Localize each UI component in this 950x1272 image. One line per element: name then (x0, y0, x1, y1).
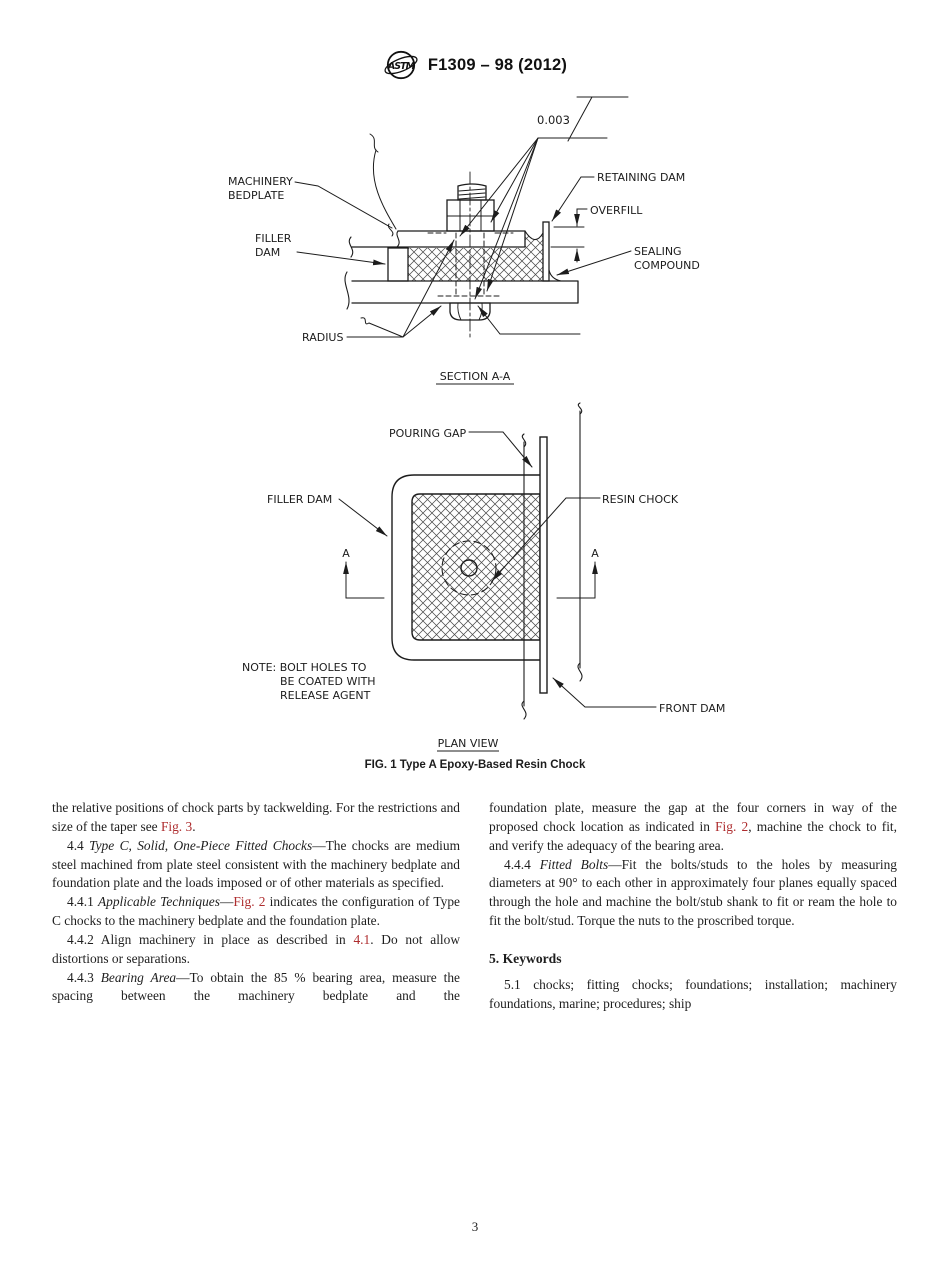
note-line-3: RELEASE AGENT (280, 689, 371, 702)
section-number: 4.4.4 (504, 856, 540, 872)
body-text: the relative positions of chock parts by… (52, 799, 898, 1013)
astm-logo: ASTM (384, 50, 418, 80)
text-run: Bearing Area (100, 969, 177, 985)
filler-dam-shape (387, 247, 409, 282)
plan-view-caption: PLAN VIEW (438, 737, 499, 750)
text-run: Applicable Techniques (97, 894, 220, 910)
text-run: Fitted Bolts (539, 856, 609, 872)
text-run: indicates the configuration of Type C ch… (52, 894, 460, 929)
figure-1-drawing: 0.003 MACHINERY BEDPLATE RETAINING DAM O… (228, 96, 725, 771)
stud-shape (457, 183, 487, 201)
flatness-value: 0.003 (537, 113, 570, 127)
bolt-hole-dashed-circle (441, 540, 497, 596)
section-number: 4.4.3 (67, 969, 101, 985)
filler-dam-label-2: DAM (255, 246, 280, 259)
paragraph-4-4-4: 4.4.4 Fitted Bolts—Fit the bolts/studs t… (489, 856, 897, 931)
retaining-dam-label: RETAINING DAM (597, 171, 685, 184)
pouring-gap-label: POURING GAP (389, 427, 467, 440)
text-run: . (192, 818, 196, 834)
sealing-compound-label-2: COMPOUND (634, 259, 700, 272)
text-run: —Fit the bolts/studs to the holes by mea… (489, 856, 897, 929)
keywords-heading: 5. Keywords (489, 950, 562, 966)
resin-chock-label: RESIN CHOCK (602, 493, 679, 506)
plan-resin-chock (411, 493, 541, 641)
text-run: the relative positions of chock parts by… (52, 800, 460, 834)
text-run: Type C, Solid, One-Piece Fitted Chocks (89, 837, 313, 853)
text-run: —The chocks are medium steel machined fr… (52, 837, 461, 891)
text-run: 4.4.2 Align machinery in place as descri… (67, 931, 354, 947)
bolt-hole (460, 559, 478, 577)
section-view (344, 171, 579, 339)
header: ASTM F1309 – 98 (2012) (0, 47, 950, 83)
note-line-1: NOTE: BOLT HOLES TO (242, 661, 367, 674)
text-run: . Do not allow distortions or separation… (52, 931, 460, 966)
text-run: foundation plate, measure the gap at the… (489, 800, 897, 834)
section-marker-a-left: A (342, 547, 350, 560)
paragraph-4-4-1: 4.4.1 Applicable Techniques—Fig. 2 indic… (52, 893, 460, 931)
front-dam-label: FRONT DAM (659, 702, 725, 715)
ref-link-fig-3[interactable]: Fig. 3 (160, 818, 193, 834)
overfill-scallop (524, 230, 544, 241)
radius-label: RADIUS (302, 331, 343, 344)
section-marker-a-right: A (591, 547, 599, 560)
note-line-2: BE COATED WITH (280, 675, 376, 688)
plan-view (391, 402, 583, 720)
paragraph: foundation plate, measure the gap at the… (489, 799, 897, 856)
flatness-flag (537, 96, 629, 142)
foundation-plate-shape (351, 280, 579, 304)
paragraph-4-4-3: 4.4.3 Bearing Area—To obtain the 85 % be… (52, 969, 460, 1007)
plan-filler-dam-label: FILLER DAM (267, 493, 332, 506)
plan-leaders (338, 431, 657, 708)
filler-dam-label: FILLER (255, 232, 292, 245)
right-column: foundation plate, measure the gap at the… (489, 799, 897, 1013)
page-number: 3 (471, 1219, 479, 1234)
sealing-compound-shape (548, 269, 562, 282)
figure-caption: FIG. 1 Type A Epoxy-Based Resin Chock (365, 759, 586, 771)
ref-link-fig-2[interactable]: Fig. 2 (233, 894, 266, 910)
machinery-bedplate-label: MACHINERY (228, 175, 293, 188)
paragraph-4-4-2: 4.4.2 Align machinery in place as descri… (52, 931, 460, 969)
astm-logo-text: ASTM (387, 61, 416, 72)
text-run: , machine the chock to fit, and verify t… (489, 818, 897, 853)
section-view-caption: SECTION A-A (440, 370, 511, 383)
retaining-dam-shape (542, 221, 550, 282)
paragraph-5-1: 5.1 chocks; fitting chocks; foundations;… (489, 976, 897, 1014)
machinery-bedplate-label-2: BEDPLATE (228, 189, 284, 202)
plan-filler-dam-outline (391, 474, 542, 661)
sealing-compound-label: SEALING (634, 245, 682, 258)
ref-link-4-1[interactable]: 4.1 (353, 931, 371, 947)
figure-1: 0.003 MACHINERY BEDPLATE RETAINING DAM O… (190, 85, 760, 785)
standard-designation: F1309 – 98 (2012) (427, 55, 568, 74)
paragraph: the relative positions of chock parts by… (52, 799, 460, 837)
overfill-label: OVERFILL (590, 204, 643, 217)
section-number: 4.4 (67, 837, 90, 853)
text-run: 5.1 chocks; fitting chocks; foundations;… (489, 976, 897, 1011)
text-run: — (219, 894, 234, 910)
paragraph-4-4: 4.4 Type C, Solid, One-Piece Fitted Choc… (52, 837, 460, 894)
hidden-bolt-hole (427, 232, 514, 297)
left-column: the relative positions of chock parts by… (52, 799, 460, 1013)
text-run: —To obtain the 85 % bearing area, measur… (52, 969, 461, 1004)
front-dam-shape (539, 436, 548, 694)
section-number: 4.4.1 (67, 894, 98, 910)
resin-chock-hatch (408, 231, 543, 281)
ref-link-fig-2b[interactable]: Fig. 2 (715, 818, 749, 834)
section-leaders (294, 96, 632, 338)
